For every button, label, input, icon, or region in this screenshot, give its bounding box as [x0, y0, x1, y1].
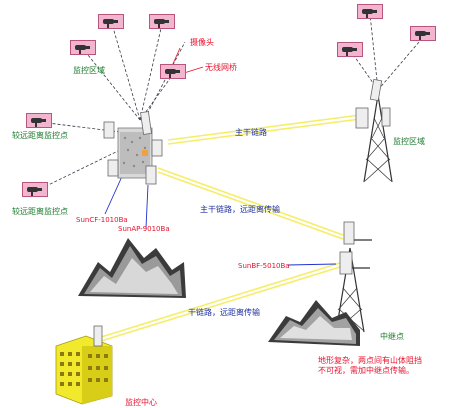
label-model-b: SunAP-9010Ba — [118, 225, 170, 233]
camera-icon — [410, 26, 436, 41]
label-main-link-3: 干链路，远距离传输 — [188, 308, 260, 317]
central-hub — [103, 111, 163, 185]
control-center-building — [55, 325, 113, 405]
label-main-link-1: 主干链路 — [235, 128, 267, 137]
label-main-link-2: 主干链路，远距离传输 — [200, 205, 280, 214]
label-relay-point: 中继点 — [380, 332, 404, 341]
label-camera: 摄像头 — [190, 38, 214, 47]
camera-icon — [160, 64, 186, 79]
label-control-center: 监控中心 — [125, 398, 157, 407]
camera-links-top — [37, 23, 186, 191]
label-model-a: SunCF-1010Ba — [76, 216, 128, 224]
relay-tower — [335, 221, 372, 333]
label-monitor-area-top: 监控区域 — [73, 66, 105, 75]
label-far-point-1: 较远距离监控点 — [12, 131, 68, 140]
camera-icon — [26, 113, 52, 128]
camera-icon — [149, 14, 175, 29]
backbone-links — [97, 114, 361, 343]
pointer-lines — [104, 171, 337, 266]
mountain-range-right — [268, 300, 360, 346]
label-wireless-bridge: 无线网桥 — [205, 63, 237, 72]
camera-icon — [22, 182, 48, 197]
camera-icon — [98, 14, 124, 29]
label-model-c: SunBF-5010Ba — [238, 262, 290, 270]
camera-icon — [357, 4, 383, 19]
mountain-range-left — [78, 238, 186, 298]
right-tower — [355, 78, 393, 183]
label-note: 地形复杂，两点间有山体阻挡不可视，需加中继点传输。 — [318, 356, 422, 375]
label-monitor-area-right: 监控区域 — [393, 137, 425, 146]
pointer-lines-red — [171, 47, 204, 74]
label-far-point-2: 较远距离监控点 — [12, 207, 68, 216]
camera-icon — [337, 42, 363, 57]
camera-icon — [70, 40, 96, 55]
